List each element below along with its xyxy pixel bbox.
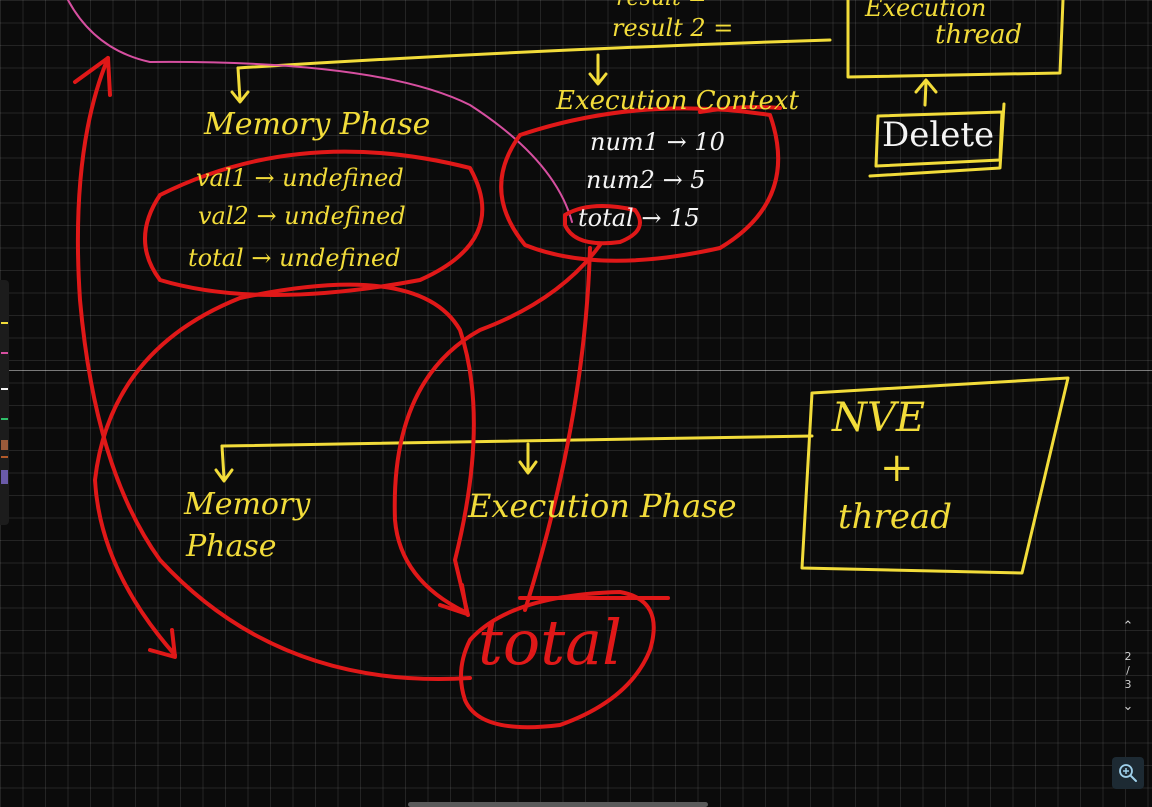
horizontal-scrollbar[interactable] [408, 802, 708, 807]
memory-entry-val2: val2 → undefined [198, 202, 406, 230]
color-swatch-pink[interactable] [1, 352, 8, 354]
zoom-in-button[interactable] [1112, 757, 1144, 789]
execution-context-title: Execution Context [556, 86, 800, 116]
top-note-result: result = [616, 0, 706, 10]
current-page: 2 [1124, 650, 1132, 663]
nve-thread: thread [838, 497, 952, 537]
color-swatch-green[interactable] [1, 418, 8, 420]
total-label: total [478, 606, 622, 679]
chevron-down-icon[interactable]: ⌄ [1122, 699, 1134, 714]
lower-phase-label: Phase [186, 529, 277, 564]
color-swatch-purple[interactable] [1, 470, 8, 484]
chevron-up-icon[interactable]: ⌃ [1122, 619, 1134, 634]
color-toolbar[interactable] [0, 280, 9, 525]
execution-entry-num1: num1 → 10 [590, 128, 725, 156]
color-swatch-yellow[interactable] [1, 322, 8, 324]
page-separator [0, 370, 1152, 371]
execution-thread-label-2: thread [935, 20, 1023, 50]
memory-entry-val1: val1 → undefined [196, 164, 404, 192]
total-pages: 3 [1124, 678, 1132, 691]
page-navigator: ⌃ 2 / 3 ⌄ [1116, 618, 1140, 730]
color-swatch-orange[interactable] [1, 456, 8, 458]
nve-label: NVE [832, 395, 926, 441]
memory-entry-total: total → undefined [188, 244, 401, 272]
memory-phase-title: Memory Phase [204, 107, 431, 142]
execution-entry-num2: num2 → 5 [586, 166, 706, 194]
execution-entry-total: total → 15 [578, 204, 700, 232]
color-swatch-white[interactable] [1, 388, 8, 390]
execution-thread-label: Execution [865, 0, 987, 22]
delete-label: Delete [882, 115, 995, 155]
lower-execution-phase-label: Execution Phase [468, 487, 737, 525]
page-separator-slash: / [1126, 664, 1130, 677]
lower-memory-label: Memory [184, 487, 311, 522]
zoom-in-icon [1119, 764, 1137, 782]
color-swatch-brown[interactable] [1, 440, 8, 450]
top-note-result2: result 2 = [612, 14, 734, 42]
nve-plus: + [880, 445, 914, 491]
